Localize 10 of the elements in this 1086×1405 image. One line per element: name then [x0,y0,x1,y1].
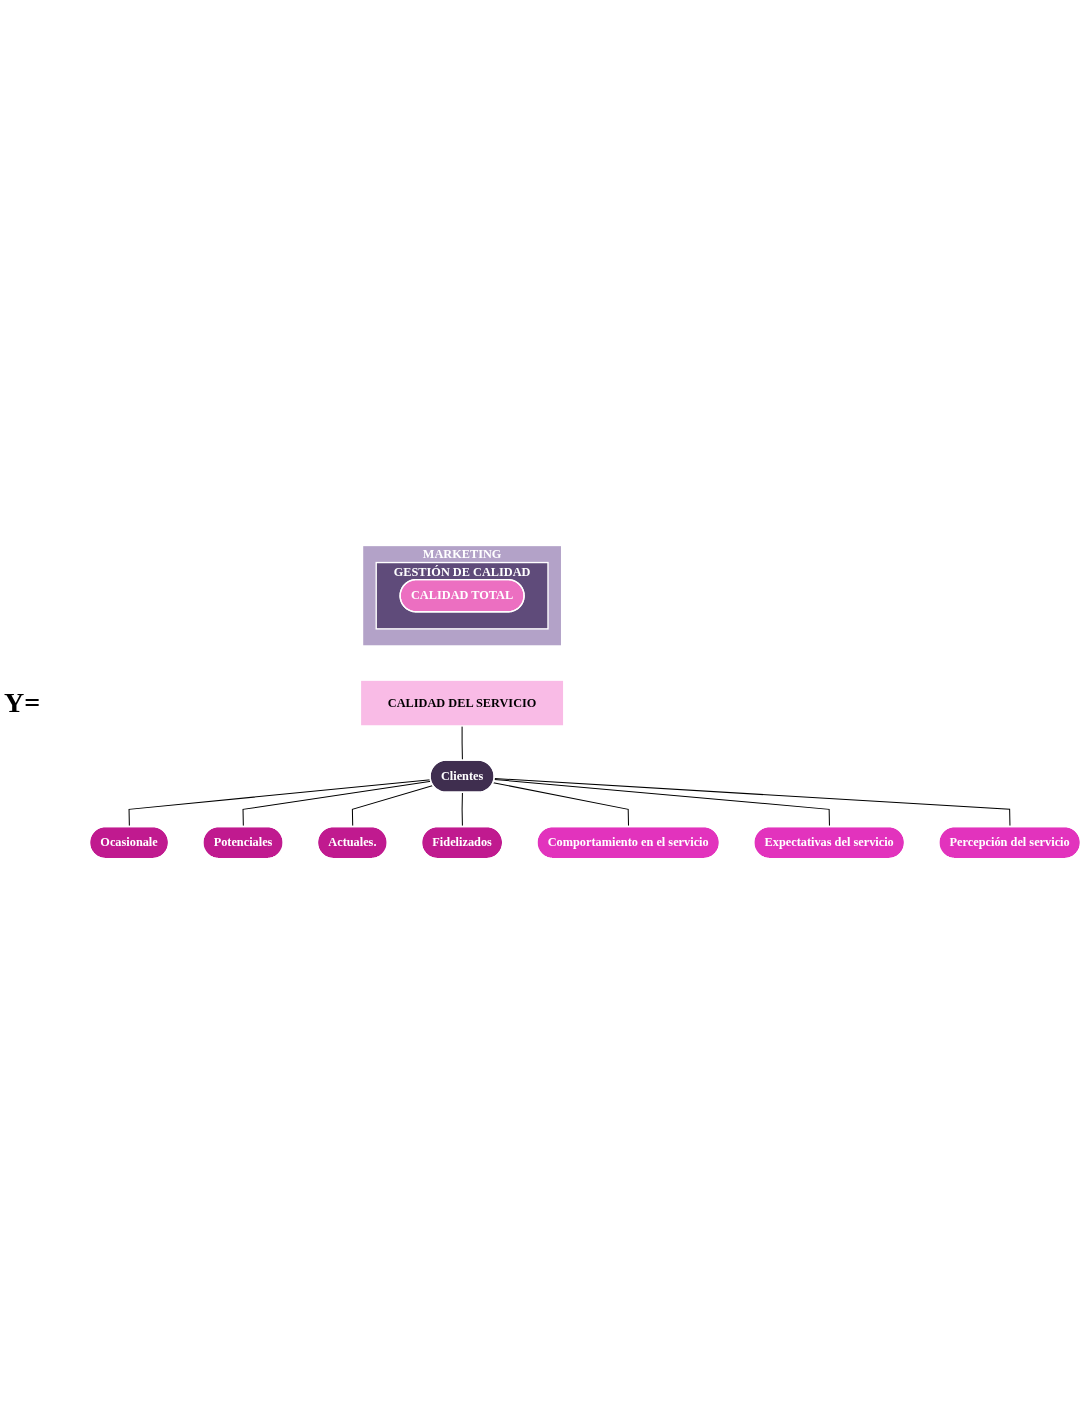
connector [128,779,432,828]
node-box: CALIDAD DEL SERVICIO [359,679,565,728]
connector [493,778,1011,828]
equation-label: Y= [4,686,42,719]
connector [242,781,432,828]
connector [493,779,830,828]
connector [351,785,434,828]
connector [492,782,630,828]
connector [461,725,463,762]
connector [461,792,463,828]
